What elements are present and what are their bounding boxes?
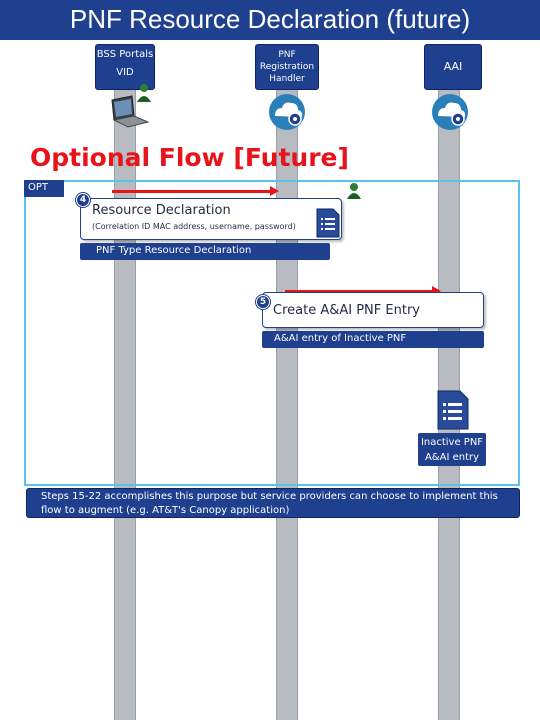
inactive-pnf-entry-line1: Inactive PNF	[420, 437, 484, 448]
inactive-pnf-entry-line2: A&AI entry	[424, 452, 480, 463]
header-bss-portals[interactable]: BSS Portals VID	[95, 44, 155, 90]
laptop-icon	[111, 84, 151, 128]
footnote: Steps 15-22 accomplishes this purpose bu…	[26, 488, 520, 518]
document-list-icon	[316, 208, 340, 238]
person-icon	[137, 84, 151, 102]
step5-arrow-head	[432, 286, 441, 296]
person-icon	[347, 183, 361, 199]
inactive-pnf-entry-label: Inactive PNF A&AI entry	[418, 433, 486, 466]
step5-number: 5	[256, 295, 270, 309]
step5-bar: A&AI entry of Inactive PNF	[262, 331, 484, 348]
page-title: PNF Resource Declaration (future)	[0, 0, 540, 40]
header-pnf-registration-handler[interactable]: PNF Registration Handler	[255, 44, 319, 90]
header-bss-portals-sub: VID	[116, 67, 134, 78]
step4-subtitle: (Correlation ID MAC address, username, p…	[92, 222, 296, 231]
step4-arrow-head	[270, 186, 279, 196]
step5-arrow-line	[285, 290, 433, 293]
step5-title: Create A&AI PNF Entry	[273, 303, 420, 318]
cloud-gear-icon	[269, 94, 305, 130]
step4-title: Resource Declaration	[92, 203, 231, 218]
step4-message-box[interactable]: Resource Declaration (Correlation ID MAC…	[80, 198, 342, 240]
optional-flow-title: Optional Flow [Future]	[30, 143, 349, 172]
header-aai-name: AAI	[443, 60, 463, 73]
opt-frame	[24, 180, 520, 486]
step4-arrow-line	[112, 190, 272, 193]
cloud-gear-icon	[432, 94, 468, 130]
step4-bar: PNF Type Resource Declaration	[80, 243, 330, 260]
opt-label: OPT	[24, 180, 64, 197]
header-bss-portals-name: BSS Portals	[96, 49, 154, 60]
document-list-icon	[437, 390, 469, 430]
step4-number: 4	[76, 193, 90, 207]
step5-message-box[interactable]: Create A&AI PNF Entry	[262, 292, 484, 328]
header-pnf-registration-handler-name: PNF Registration Handler	[259, 50, 315, 84]
header-aai[interactable]: AAI	[424, 44, 482, 90]
